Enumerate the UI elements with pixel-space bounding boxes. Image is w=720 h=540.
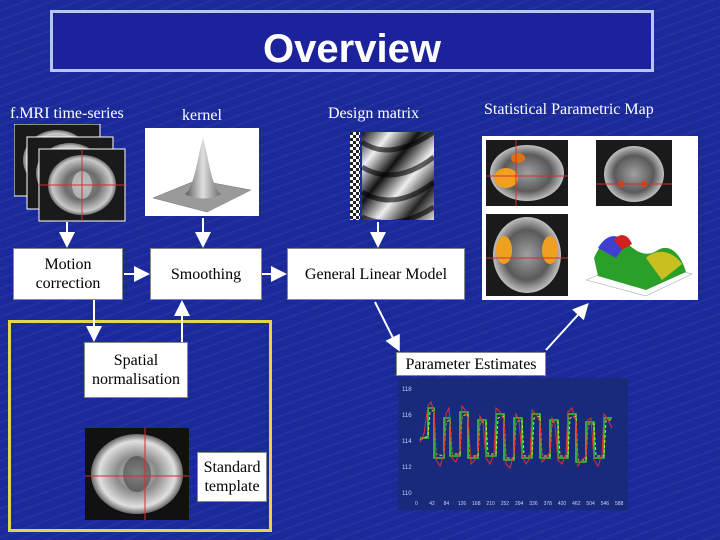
motion-correction-box: Motion correction bbox=[13, 248, 123, 300]
spm-3d-surface-plot bbox=[578, 224, 694, 296]
label-design-matrix: Design matrix bbox=[328, 105, 420, 122]
title-banner: Overview bbox=[50, 10, 654, 72]
y-tick-label: 118 bbox=[402, 387, 412, 393]
observed-red-series bbox=[419, 400, 613, 469]
x-tick-label: 126 bbox=[458, 501, 467, 507]
parameter-estimates-box: Parameter Estimates bbox=[396, 352, 546, 376]
gaussian-kernel-image bbox=[145, 128, 259, 216]
spm-axial-slice bbox=[486, 214, 568, 296]
label-kernel: kernel bbox=[182, 107, 222, 124]
brain-slice-front bbox=[38, 148, 126, 222]
spm-coronal-slice bbox=[596, 140, 672, 206]
label-fmri-time-series: f.MRI time-series bbox=[10, 105, 124, 122]
x-tick-label: 252 bbox=[501, 501, 510, 507]
y-tick-label: 114 bbox=[402, 439, 412, 445]
y-tick-label: 116 bbox=[402, 413, 412, 419]
x-tick-label: 210 bbox=[486, 501, 495, 507]
spatial-normalisation-frame bbox=[8, 320, 272, 532]
x-tick-label: 42 bbox=[429, 501, 435, 507]
fmri-brain-slices bbox=[14, 124, 126, 222]
y-tick-labels: 118 116 114 112 110 bbox=[402, 387, 412, 497]
plot-background bbox=[398, 378, 628, 510]
page-title: Overview bbox=[263, 27, 441, 71]
label-statistical-parametric-map: Statistical Parametric Map bbox=[484, 101, 654, 118]
arrow-glm-to-parameters bbox=[374, 301, 400, 352]
x-tick-label: 294 bbox=[515, 501, 524, 507]
x-tick-label: 546 bbox=[601, 501, 610, 507]
general-linear-model-box: General Linear Model bbox=[287, 248, 465, 300]
x-tick-label: 588 bbox=[615, 501, 624, 507]
x-tick-label: 420 bbox=[558, 501, 567, 507]
x-tick-label: 0 bbox=[415, 501, 418, 507]
y-tick-label: 112 bbox=[402, 465, 412, 471]
y-tick-label: 110 bbox=[402, 491, 412, 497]
parameter-estimates-plot: 118 116 114 112 110 0 42 84 126 168 210 252 294 336 3… bbox=[398, 378, 628, 510]
standard-template-box: Standard template bbox=[197, 452, 267, 502]
x-tick-label: 462 bbox=[572, 501, 581, 507]
x-tick-label: 378 bbox=[544, 501, 553, 507]
spatial-normalisation-box: Spatial normalisation bbox=[84, 342, 188, 398]
spm-sagittal-slice bbox=[486, 140, 568, 206]
standard-template-brain bbox=[85, 428, 189, 520]
x-tick-label: 504 bbox=[586, 501, 595, 507]
x-tick-labels: 0 42 84 126 168 210 252 294 336 378 420 462 504 546 58… bbox=[415, 501, 624, 507]
arrow-parameters-to-spm bbox=[545, 303, 589, 351]
x-tick-label: 84 bbox=[444, 501, 450, 507]
x-tick-label: 168 bbox=[472, 501, 481, 507]
spm-brain-maps bbox=[486, 140, 694, 296]
x-tick-label: 336 bbox=[529, 501, 538, 507]
smoothing-box: Smoothing bbox=[150, 248, 262, 300]
design-matrix-image bbox=[350, 132, 434, 220]
